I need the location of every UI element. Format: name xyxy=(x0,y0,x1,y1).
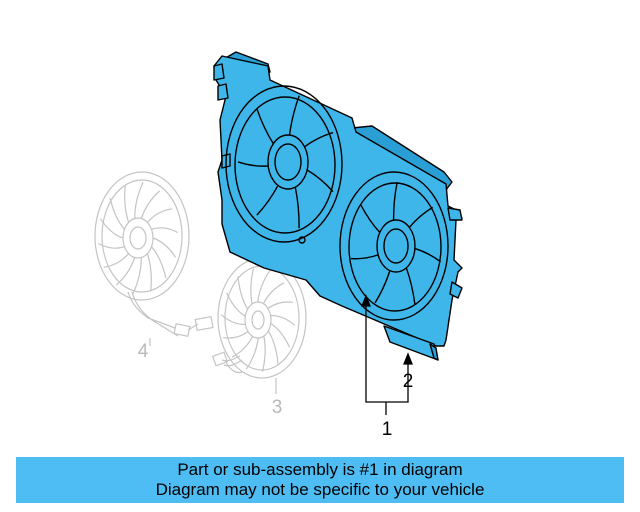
banner-line-1: Part or sub-assembly is #1 in diagram xyxy=(177,460,463,479)
callout-3-label: 3 xyxy=(272,397,283,418)
callout-leaders xyxy=(361,294,413,415)
shroud-strut xyxy=(350,254,379,260)
fan-blade xyxy=(270,323,291,348)
callout-2-label: 2 xyxy=(403,371,414,392)
fan-blade xyxy=(270,314,296,326)
shroud-strut xyxy=(256,108,274,144)
fan-blade xyxy=(97,242,125,249)
fan-blade xyxy=(151,227,179,234)
fan-blade xyxy=(146,208,173,223)
fan-blade xyxy=(220,314,246,326)
info-banner: Part or sub-assembly is #1 in diagram Di… xyxy=(16,457,624,503)
fan-motor-3-ghost xyxy=(211,257,307,379)
shroud-strut xyxy=(256,185,279,216)
shroud-strut xyxy=(414,247,442,263)
fan-blade xyxy=(99,218,124,239)
fan-shroud-assembly xyxy=(213,51,463,347)
shroud-strut xyxy=(304,131,334,148)
fan-blade xyxy=(245,337,259,370)
fan-blade xyxy=(151,246,167,279)
shroud-strut xyxy=(405,267,416,305)
fan-blade xyxy=(267,301,293,309)
callout-4-label: 4 xyxy=(138,341,149,362)
fan-blade xyxy=(237,276,249,310)
fan-blade xyxy=(109,197,125,230)
fan-blade xyxy=(250,268,255,305)
fan-blade xyxy=(261,335,266,372)
shroud-strut xyxy=(360,204,381,233)
fan-blade xyxy=(140,190,161,219)
shroud-strut xyxy=(294,186,300,229)
fan-blade xyxy=(152,237,177,258)
fan-blade xyxy=(262,282,285,304)
fan-motor-4-ghost xyxy=(94,171,214,338)
fan-blade xyxy=(134,182,144,219)
shroud-strut xyxy=(306,169,334,193)
fan-blade xyxy=(115,257,136,286)
shroud-strut xyxy=(288,95,300,136)
bracket-part-2 xyxy=(383,325,439,361)
shroud-strut xyxy=(374,270,391,304)
shroud-strut xyxy=(237,161,269,167)
fan-blade xyxy=(267,330,279,364)
fan-blade xyxy=(132,257,142,294)
parts-diagram: 4 3 xyxy=(94,51,463,440)
fan-blade xyxy=(225,292,246,317)
callout-1-label: 1 xyxy=(382,419,393,440)
fan-blade xyxy=(103,253,130,268)
fan-blade xyxy=(231,336,254,358)
fan-blade xyxy=(124,184,130,223)
banner-line-2: Diagram may not be specific to your vehi… xyxy=(155,480,485,499)
shroud-strut xyxy=(392,181,398,221)
fan-blade xyxy=(257,270,271,303)
fan-blade xyxy=(146,253,152,292)
fan-blade xyxy=(223,331,249,339)
shroud-strut xyxy=(408,206,434,228)
